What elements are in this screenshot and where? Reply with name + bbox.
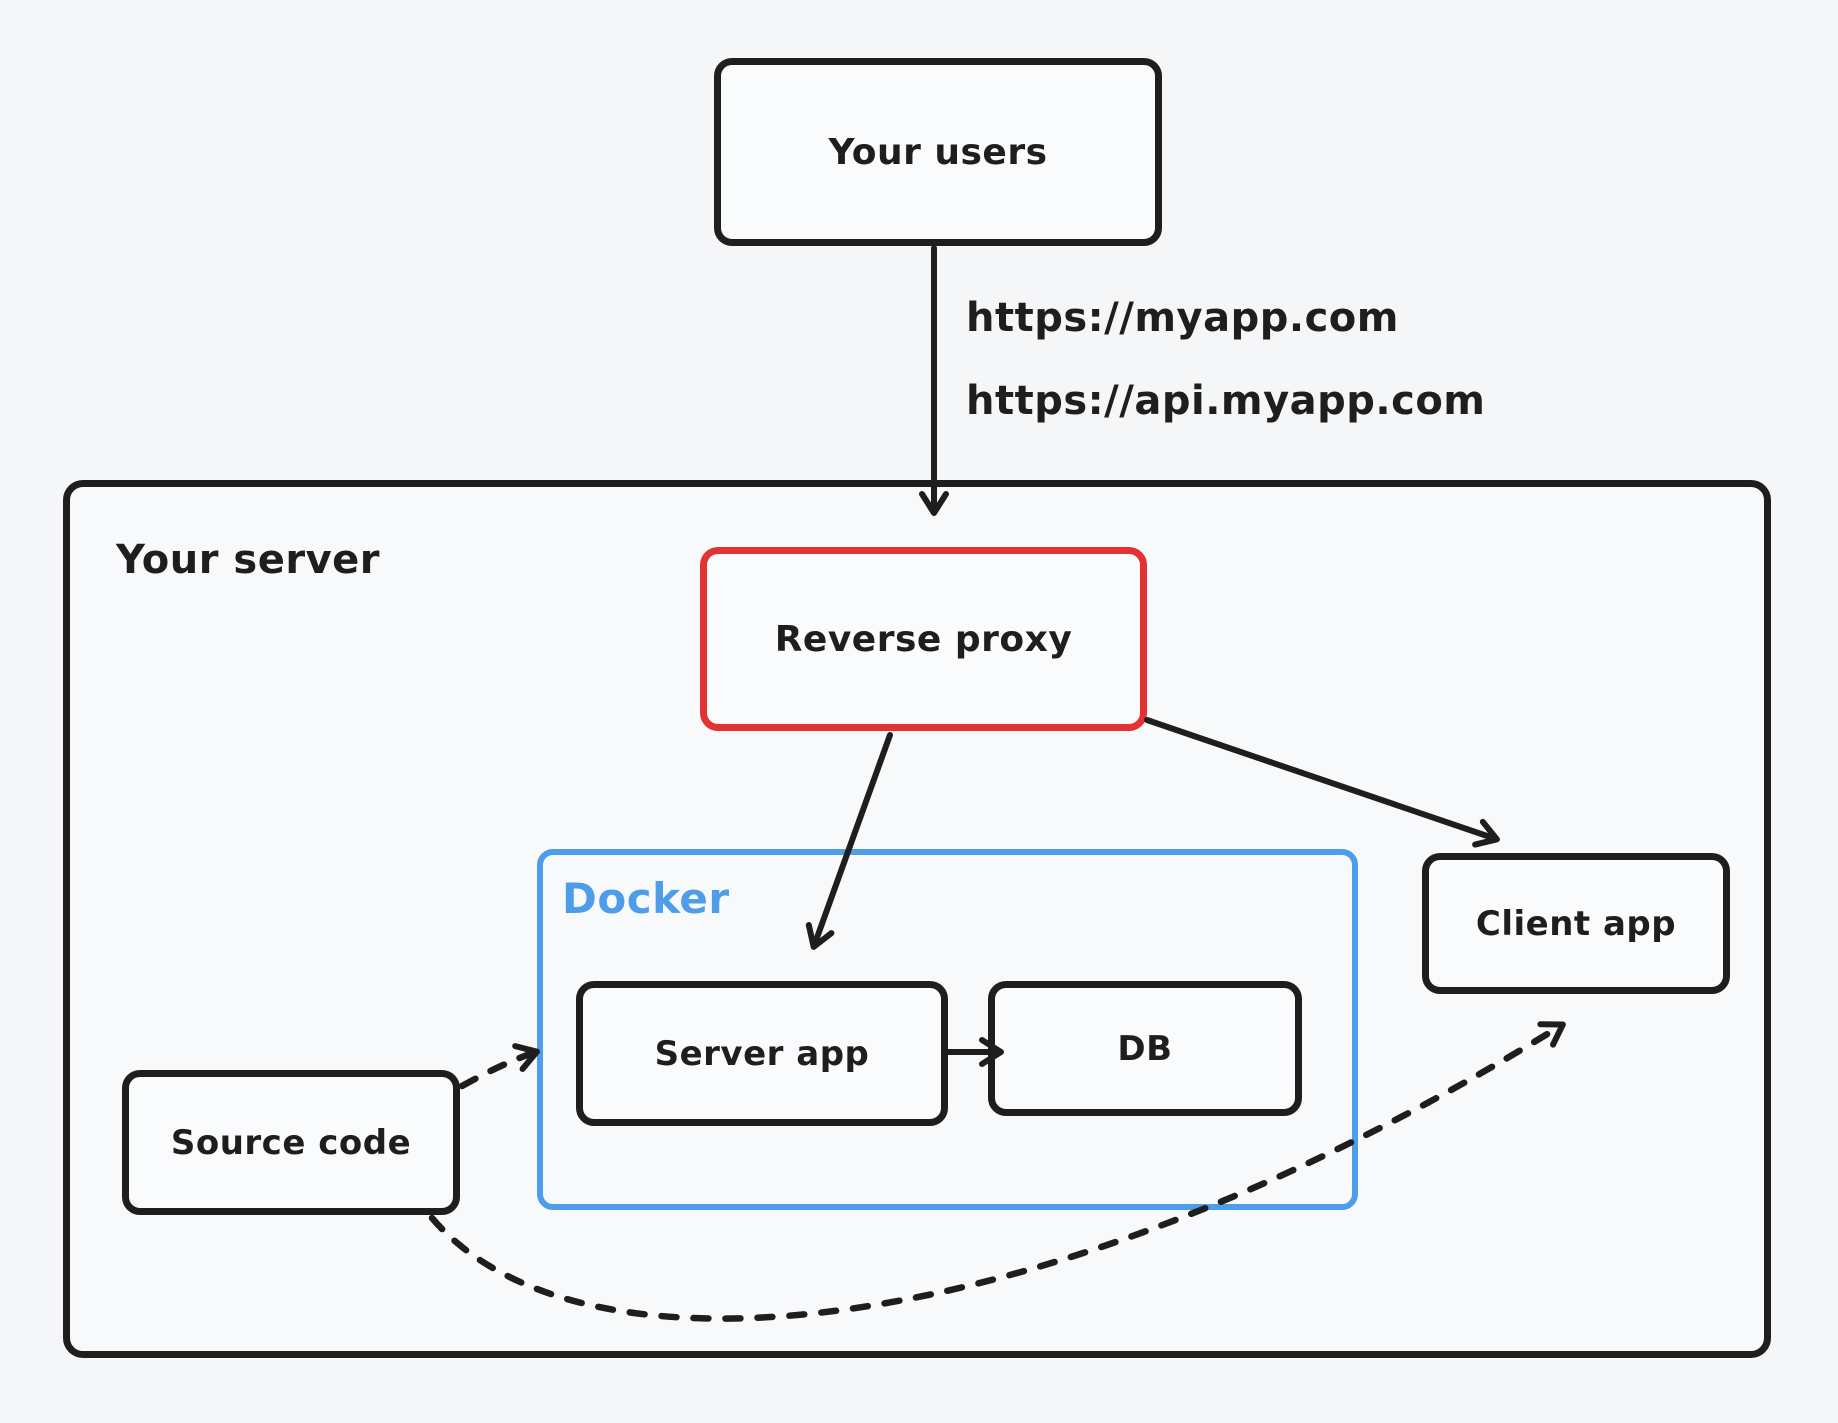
node-server-app: Server app: [576, 981, 948, 1126]
node-your-users-label: Your users: [828, 131, 1048, 173]
node-client-app-label: Client app: [1475, 903, 1677, 944]
node-server-app-label: Server app: [654, 1033, 870, 1074]
node-db-label: DB: [1117, 1028, 1173, 1069]
node-reverse-proxy: Reverse proxy: [700, 547, 1147, 731]
docker-label: Docker: [562, 874, 730, 923]
node-source-code: Source code: [122, 1070, 460, 1215]
node-db: DB: [988, 981, 1302, 1116]
node-client-app: Client app: [1422, 853, 1730, 994]
edge-label-url-primary: https://myapp.com: [966, 295, 1399, 341]
your-server-label: Your server: [116, 537, 380, 583]
node-reverse-proxy-label: Reverse proxy: [774, 618, 1073, 660]
edge-label-url-api: https://api.myapp.com: [966, 378, 1486, 424]
node-source-code-label: Source code: [170, 1122, 412, 1163]
node-your-users: Your users: [714, 58, 1162, 246]
